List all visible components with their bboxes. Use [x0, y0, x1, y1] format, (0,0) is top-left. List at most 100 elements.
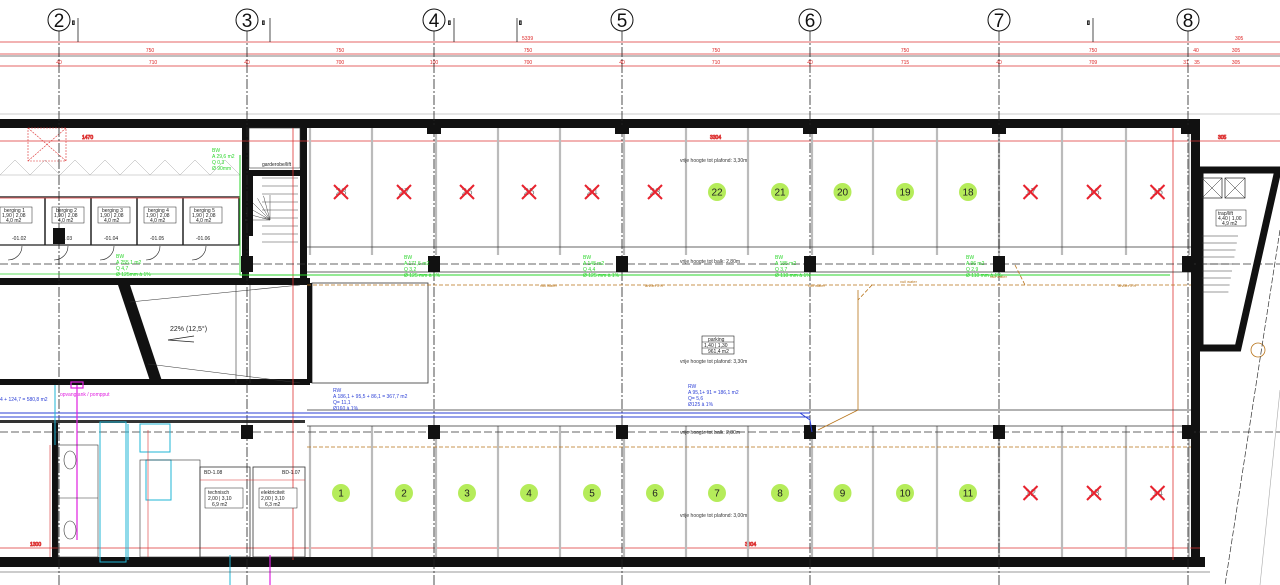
- spot-removed-icon: [1022, 485, 1039, 501]
- drain-q: Q= 5,6: [688, 396, 703, 402]
- dimension-value: 750: [901, 48, 910, 54]
- svg-text:4,40 | 1,00: 4,40 | 1,00: [1218, 216, 1242, 222]
- spot-number: 20: [837, 188, 849, 199]
- svg-text:305: 305: [1218, 135, 1227, 141]
- drain-title: BW: [583, 255, 591, 261]
- sewer-line: [307, 264, 1191, 448]
- spot-removed-icon: [1022, 184, 1039, 200]
- truss-line: [29, 159, 61, 176]
- column: [427, 125, 441, 134]
- dim-total: 5339: [522, 36, 533, 42]
- svg-text:2,00 | 3,10: 2,00 | 3,10: [208, 496, 232, 502]
- spot-number: 5: [589, 489, 595, 500]
- spot-available-marker: [959, 183, 977, 201]
- svg-text:elektriciteit: elektriciteit: [261, 490, 285, 496]
- spot-available-marker: [646, 484, 664, 502]
- drain-pipe: Ø 110 mm à 1%: [775, 273, 811, 279]
- grid-axis-label: 6: [805, 11, 816, 32]
- svg-text:BD-1.07: BD-1.07: [282, 470, 301, 476]
- spot-number: 3: [464, 489, 470, 500]
- storage-label-box: [143, 206, 177, 224]
- spot-removed-icon: [333, 184, 349, 200]
- truss-line: [59, 159, 91, 176]
- truss-line: [179, 159, 211, 176]
- storage-dims: 1,90 | 2,08: [192, 213, 216, 219]
- sewer-label: vuil water: [540, 283, 558, 288]
- grid-axis-label: 3: [242, 11, 253, 32]
- svg-text:961,4 m2: 961,4 m2: [708, 349, 729, 355]
- spot-number: 6: [652, 489, 658, 500]
- column: [993, 425, 1005, 439]
- dimension-value: 35: [1194, 60, 1200, 66]
- drain-pipe: Ø 90mm: [212, 166, 231, 172]
- truss-line: [89, 159, 121, 176]
- column: [616, 425, 628, 439]
- ramp: 22% (12,5°): [118, 282, 429, 384]
- outer-walls: [0, 119, 1205, 567]
- svg-text:2,00 | 3,10: 2,00 | 3,10: [261, 496, 285, 502]
- dimension-value: 709: [1089, 60, 1098, 66]
- spot-available-marker: [708, 183, 726, 201]
- drain-q: Q 4,4: [583, 267, 595, 273]
- door-swing: [191, 245, 207, 261]
- svg-text:vrije hoogte tot balk: 2,80m: vrije hoogte tot balk: 2,80m: [680, 259, 740, 265]
- spot-available-marker: [395, 484, 413, 502]
- spot-available-marker: [959, 484, 977, 502]
- storage-dims: 1,90 | 2,08: [54, 213, 78, 219]
- svg-text:1300: 1300: [30, 542, 41, 548]
- column: [615, 125, 629, 134]
- truss-line: [119, 159, 151, 176]
- spot-removed-icon: [521, 184, 537, 200]
- drain-q: Q= 11,1: [333, 400, 351, 406]
- spot-available-marker: [771, 484, 789, 502]
- storage-units: berging 11,90 | 2,084,0 m2-01.02berging …: [0, 159, 241, 261]
- sewer-label: vuil water: [900, 279, 918, 284]
- svg-text:▯: ▯: [519, 20, 522, 26]
- drain-title: BW: [212, 148, 220, 154]
- spot-available-marker: [833, 183, 852, 201]
- dim-row-3: 40710407001007004071040715407093135305: [56, 60, 1240, 66]
- sewer-label: afvoer 2%: [645, 283, 663, 288]
- svg-text:4,9 m2: 4,9 m2: [1222, 221, 1238, 227]
- storage-label-box: [189, 206, 223, 224]
- beam-lines: [0, 246, 1280, 433]
- spot-number: 11: [963, 489, 974, 500]
- stair-core-left: garderobe/lift: [245, 127, 301, 243]
- svg-text:1,40 | 1,30: 1,40 | 1,30: [704, 343, 728, 349]
- stair-core-right: trap/lift 4,40 | 1,00 4,9 m2: [1196, 166, 1280, 585]
- svg-text:▯: ▯: [448, 20, 451, 26]
- svg-text:3304: 3304: [710, 135, 721, 141]
- grid-axis-label: 4: [429, 11, 440, 32]
- drain-q: Q 0,3: [212, 160, 224, 166]
- truss-line: [149, 159, 181, 176]
- dimension-value: 715: [901, 60, 910, 66]
- drain-pipe: Ø 125 mm à 1%: [404, 273, 441, 279]
- drain-title: RW: [688, 384, 697, 390]
- structural-columns: [53, 125, 1195, 439]
- sewer-label: vuil water: [808, 283, 826, 288]
- stair-winder: [263, 195, 271, 221]
- drain-pipe: Ø 125 mm à 1%: [583, 273, 620, 279]
- spot-available-marker: [583, 484, 601, 502]
- dimension-value: 710: [149, 60, 158, 66]
- storage-area: 4,0 m2: [58, 218, 74, 224]
- column: [804, 425, 816, 439]
- svg-text:trap/lift: trap/lift: [1218, 211, 1234, 217]
- spot-available-marker: [896, 183, 914, 201]
- door-swing: [145, 245, 161, 261]
- parking-stalls: 2827262524232221201918171615123456789101…: [308, 128, 1191, 557]
- svg-text:vrije hoogte tot plafond: 3,30: vrije hoogte tot plafond: 3,30m: [680, 359, 747, 365]
- svg-text:▯: ▯: [262, 20, 265, 26]
- parking-info-box: parking 1,40 | 1,30 961,4 m2 vrije hoogt…: [680, 158, 747, 519]
- sewer-label: vuil water: [990, 274, 1008, 279]
- drain-area: A 96 m2: [966, 261, 985, 267]
- storage-code: -01.03: [58, 236, 72, 242]
- door-swing: [7, 245, 23, 261]
- drain-pipe: Ø 110 mm à 1%: [966, 273, 1002, 279]
- drain-title: BW: [404, 255, 412, 261]
- section-markers: ▯ ▯ ▯ ▯ ▯: [72, 18, 1094, 42]
- spot-removed-icon: [1086, 485, 1102, 501]
